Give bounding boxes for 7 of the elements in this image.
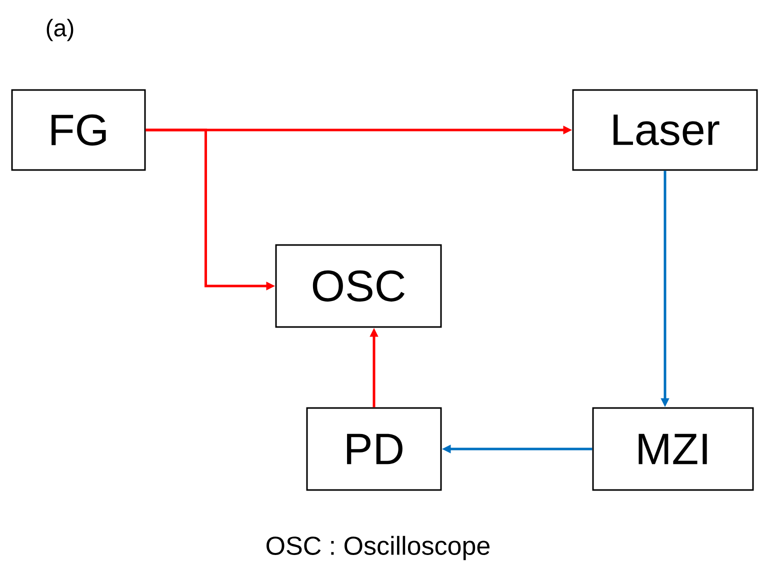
note: OSC : Oscilloscope (266, 536, 490, 560)
process-box: PD (306, 407, 442, 491)
process-box: MZI (592, 407, 754, 491)
process-box: Laser (572, 89, 758, 171)
panel-label: (a) (46, 18, 74, 42)
process-box: FG (11, 89, 146, 171)
process-box: OSC (275, 244, 442, 328)
